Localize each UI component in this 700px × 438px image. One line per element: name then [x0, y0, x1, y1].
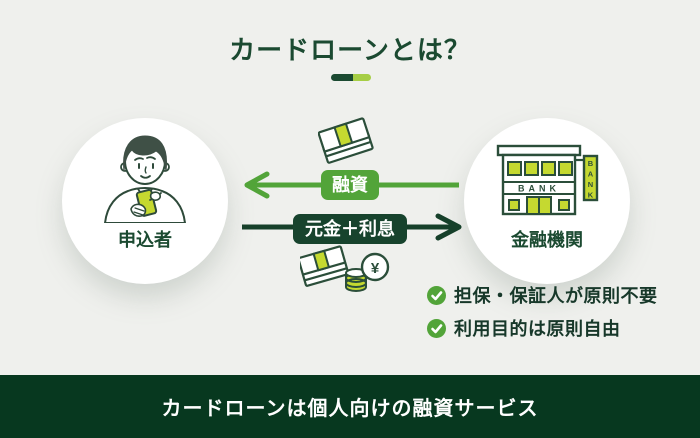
applicant-label: 申込者	[118, 230, 172, 250]
footer-text: カードローンは個人向けの融資サービス	[161, 398, 539, 420]
checkmark-circle-icon	[427, 318, 446, 338]
page-title: カードローンとは？	[229, 35, 471, 65]
feature-text: 担保・保証人が原則不要	[454, 286, 658, 306]
feature-text: 利用目的は原則自由	[454, 319, 621, 339]
footer-banner: カードローンは個人向けの融資サービス	[0, 375, 700, 438]
feature-list: 担保・保証人が原則不要 利用目的は原則自由	[427, 282, 658, 341]
loan-badge: 融資	[321, 170, 379, 200]
banknote-and-coins-icon: ¥	[300, 245, 390, 292]
underline-light-segment	[353, 74, 371, 81]
title-underline	[331, 74, 371, 81]
repayment-badge: 元金＋利息	[293, 214, 407, 244]
institution-label: 金融機関	[511, 230, 583, 250]
underline-dark-segment	[331, 74, 353, 81]
applicant-card: 申込者	[62, 118, 228, 284]
checkmark-circle-icon	[427, 285, 446, 305]
bank-building-sign-text: BANK	[518, 184, 560, 194]
list-item: 利用目的は原則自由	[427, 315, 658, 341]
banknote-stack-icon	[318, 117, 374, 164]
list-item: 担保・保証人が原則不要	[427, 282, 658, 308]
person-with-phone-icon	[103, 135, 187, 223]
yen-symbol: ¥	[371, 260, 380, 277]
